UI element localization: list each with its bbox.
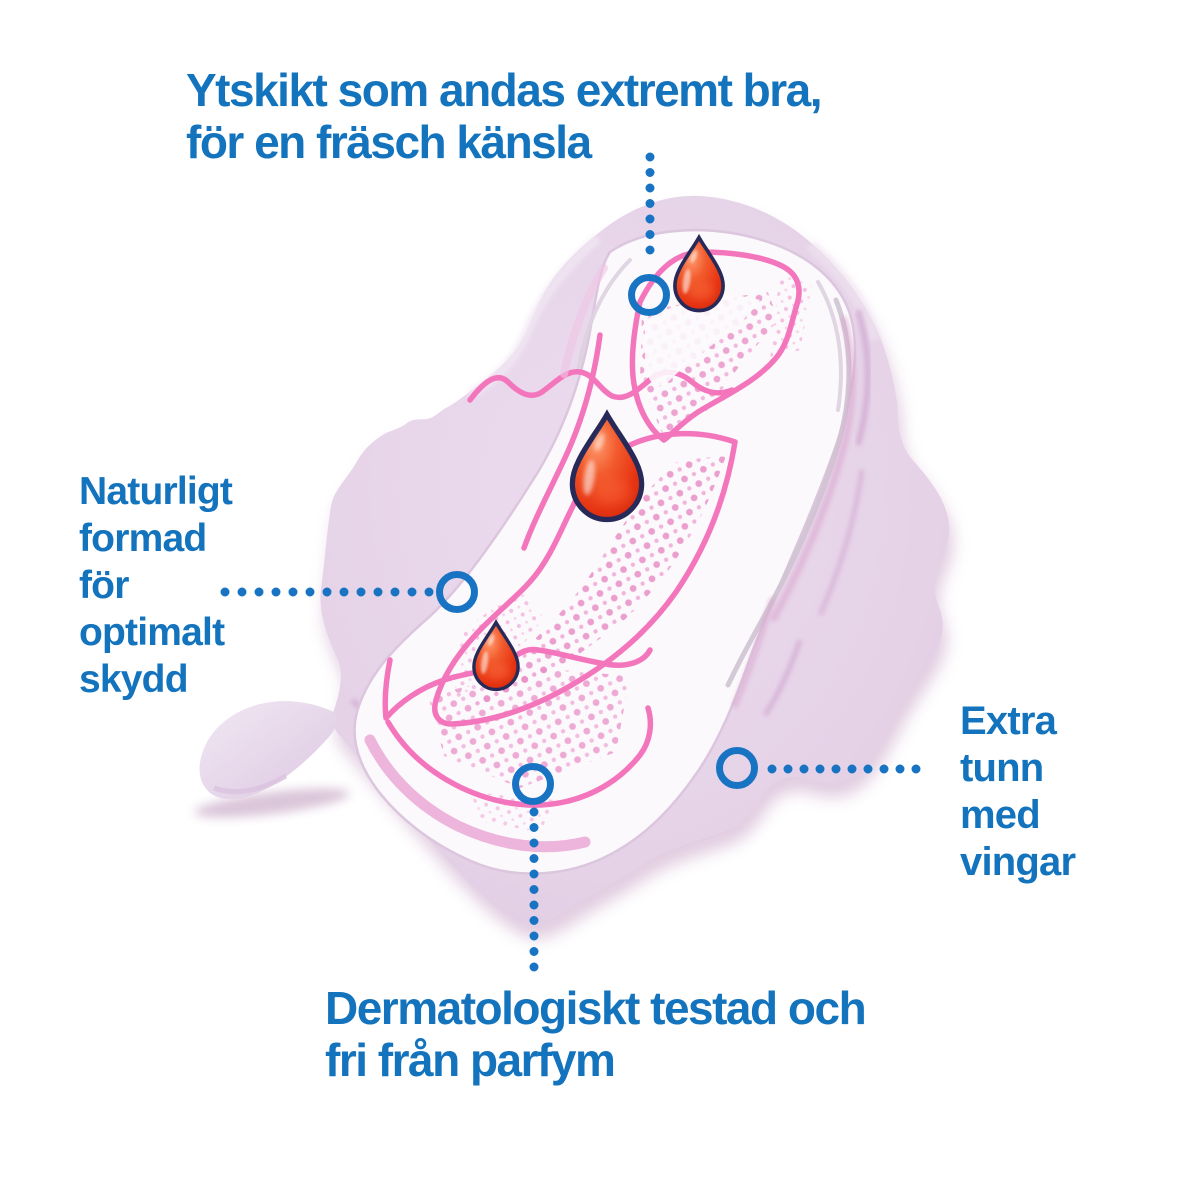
callout-text-shape: Naturligt formad för optimalt skydd: [79, 468, 233, 703]
callout-text-dermatology: Dermatologiskt testad och fri från parfy…: [325, 982, 867, 1086]
callout-line: vingar: [960, 840, 1076, 884]
callout-line: Naturligt: [79, 470, 233, 513]
core-contours: [576, 258, 856, 708]
callout-line: för en fräsch känsla: [186, 116, 592, 168]
callout-line: formad: [79, 517, 207, 560]
callout-line: Dermatologiskt testad och: [325, 982, 867, 1034]
callout-line: optimalt: [79, 611, 225, 654]
callout-line: med: [960, 793, 1041, 837]
pink-channel-wave: [467, 369, 735, 403]
callout-markers: [220, 152, 922, 974]
callout-line: Extra: [960, 699, 1057, 743]
callout-text-topsheet: Ytskikt som andas extremt bra, för en fr…: [186, 64, 823, 168]
callout-line: tunn: [960, 746, 1044, 790]
callout-text-wings: Extra tunn med vingar: [960, 698, 1076, 886]
pink-channel-left-edge: [521, 332, 603, 551]
halftone-texture: [428, 272, 812, 832]
callout-circle-left: [436, 571, 478, 613]
wing-shadow: [194, 788, 350, 818]
callout-circle-right: [716, 747, 758, 789]
heart-highlight: [645, 296, 760, 386]
pad-wing: [199, 701, 337, 800]
callout-line: skydd: [79, 658, 189, 701]
callout-circle-bottom: [512, 763, 554, 805]
callout-line: för: [79, 564, 129, 607]
pink-channel-bottom-loop: [385, 705, 654, 808]
pink-channels: [382, 249, 802, 808]
callout-circle-top: [628, 274, 670, 316]
callout-line: fri från parfym: [325, 1034, 616, 1086]
callout-line: Ytskikt som andas extremt bra,: [186, 64, 823, 116]
wing-crease: [213, 773, 288, 795]
pink-channel-top-heart: [629, 249, 802, 443]
rolled-edges: [364, 264, 608, 853]
